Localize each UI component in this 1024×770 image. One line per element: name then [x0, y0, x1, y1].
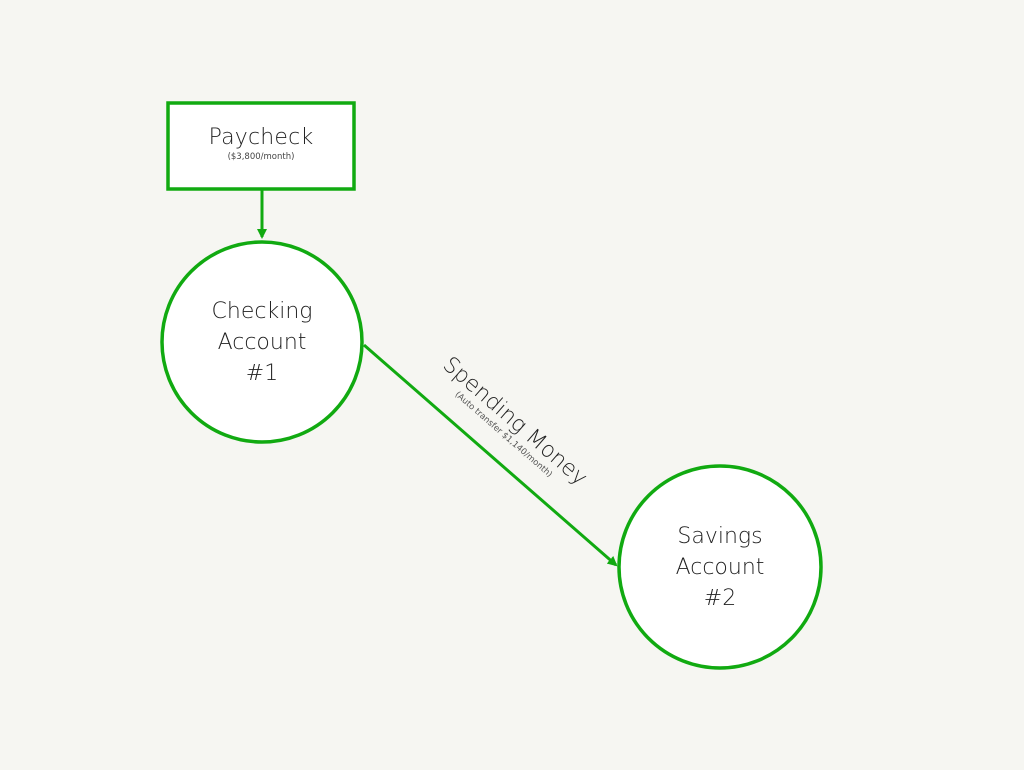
checking-line3: #1	[245, 361, 279, 386]
checking-account-label: Checking Account #1	[162, 296, 362, 389]
checking-line2: Account	[217, 330, 307, 355]
checking-account-node[interactable]	[160, 240, 364, 444]
paycheck-amount: ($3,800/month)	[227, 152, 295, 162]
paycheck-box[interactable]	[166, 101, 356, 191]
savings-line3: #2	[703, 586, 737, 611]
paycheck-title: Paycheck	[208, 125, 314, 150]
savings-account-node[interactable]	[617, 464, 823, 670]
edge-checking-to-savings	[363, 343, 618, 567]
savings-line1: Savings	[677, 524, 763, 549]
paycheck-label: Paycheck ($3,800/month)	[168, 125, 354, 162]
checking-line1: Checking	[211, 299, 313, 324]
savings-account-label: Savings Account #2	[620, 521, 820, 614]
savings-line2: Account	[675, 555, 765, 580]
